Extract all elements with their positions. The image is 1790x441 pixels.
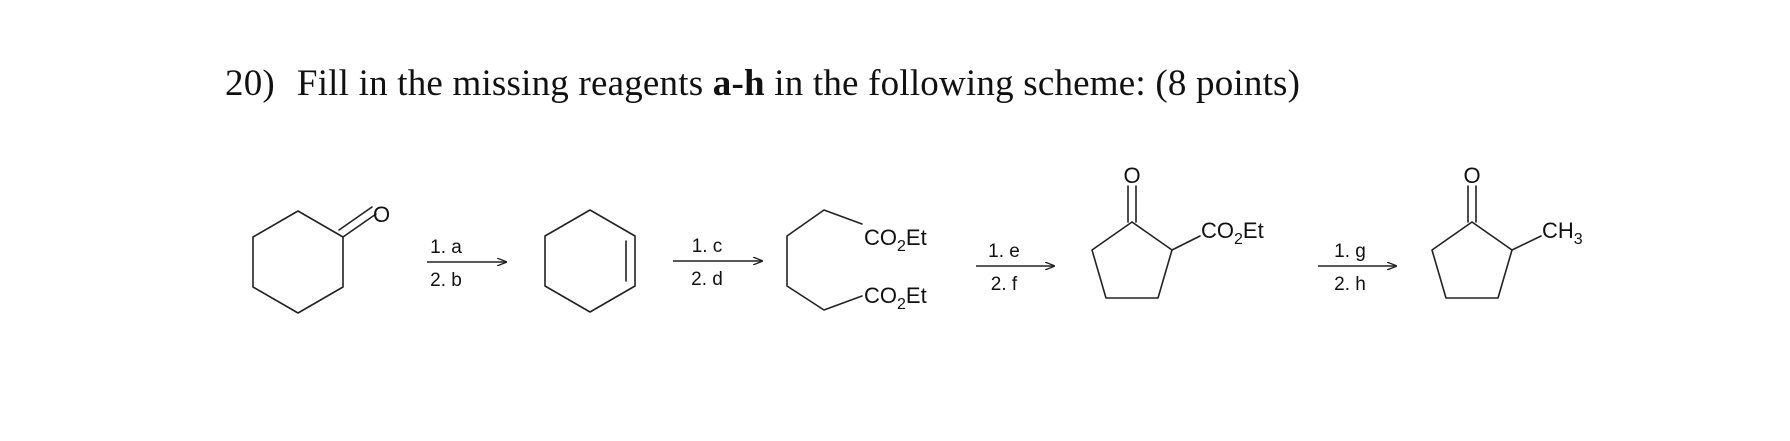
- ethyl-text: Et: [906, 283, 927, 308]
- oxygen-label: O: [373, 202, 390, 227]
- ester-label-bottom: CO: [864, 283, 897, 308]
- svg-text:CO2Et: CO2Et: [864, 283, 927, 313]
- reagent-label-e: 1. e: [988, 241, 1020, 262]
- oxygen-label: O: [1123, 163, 1140, 188]
- reagent-label-a: 1. a: [430, 237, 462, 258]
- ester-label-top: CO: [864, 225, 897, 250]
- reagent-label-g: 1. g: [1334, 241, 1366, 262]
- molecule-methyl-ketone: O CH3: [1431, 163, 1583, 299]
- reagent-label-d: 2. d: [691, 269, 723, 290]
- reaction-arrow-3: 1. e 2. f: [976, 241, 1054, 295]
- reagent-label-h: 2. h: [1334, 274, 1366, 295]
- question-bold-letters: a-h: [712, 63, 765, 104]
- question-text-after: in the following scheme: (8 points): [764, 63, 1301, 104]
- oxygen-label: O: [1463, 163, 1480, 188]
- reaction-arrow-2: 1. c 2. d: [673, 236, 762, 290]
- question-text-before: Fill in the missing reagents: [296, 63, 713, 104]
- molecule-cyclohexene: [544, 209, 636, 313]
- subscript-3: 3: [1574, 231, 1583, 248]
- molecule-diethyl-adipate: CO2Et CO2Et: [786, 209, 927, 313]
- svg-text:CH3: CH3: [1542, 218, 1583, 248]
- reagent-label-c: 1. c: [692, 236, 723, 257]
- svg-text:CO2Et: CO2Et: [864, 225, 927, 255]
- svg-text:CO2Et: CO2Et: [1201, 218, 1264, 248]
- reaction-arrow-4: 1. g 2. h: [1318, 241, 1396, 295]
- question-text: 20) Fill in the missing reagents a-h in t…: [225, 62, 1300, 105]
- subscript-2: 2: [897, 296, 906, 313]
- reaction-arrow-1: 1. a 2. b: [427, 237, 506, 291]
- reagent-label-b: 2. b: [430, 270, 462, 291]
- subscript-2: 2: [897, 238, 906, 255]
- subscript-2: 2: [1234, 231, 1243, 248]
- ester-label: CO: [1201, 218, 1234, 243]
- ethyl-text: Et: [906, 225, 927, 250]
- ethyl-text: Et: [1243, 218, 1264, 243]
- molecule-cyclohexanone: O: [252, 202, 390, 314]
- question-number: 20): [225, 63, 275, 104]
- reagent-label-f: 2. f: [991, 274, 1018, 295]
- molecule-keto-ester: O CO2Et: [1091, 163, 1264, 299]
- methyl-label: CH: [1542, 218, 1574, 243]
